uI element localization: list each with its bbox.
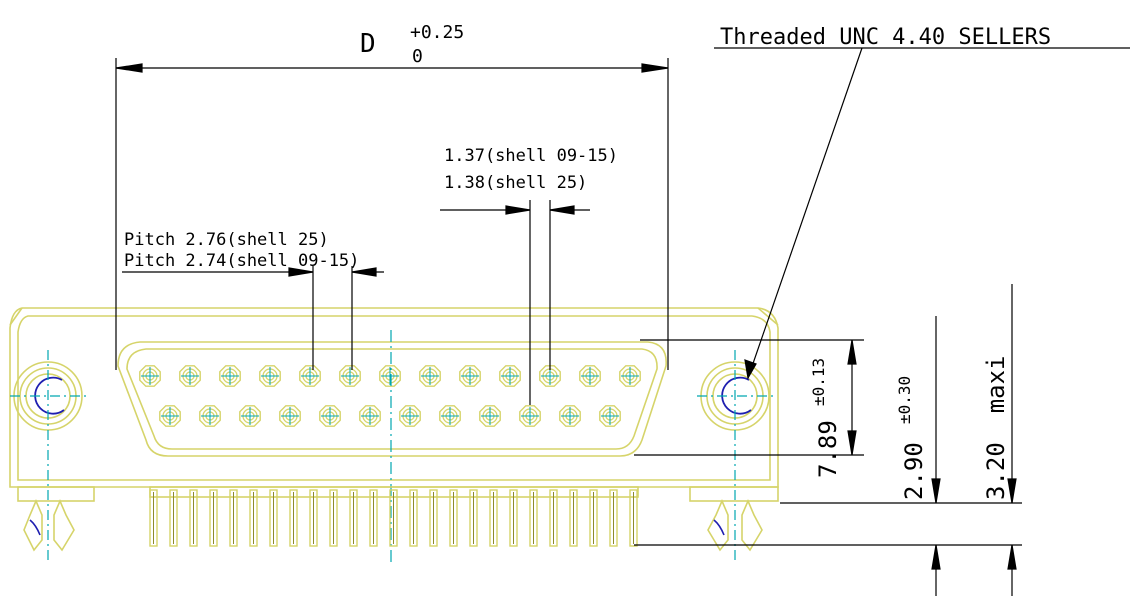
thread-arc-icon xyxy=(34,376,65,415)
contact-pin xyxy=(139,365,161,387)
solder-tail xyxy=(369,489,378,547)
thread-arc-icon xyxy=(721,376,752,415)
max-dim-label: 3.20 maxi xyxy=(982,356,1010,501)
solder-tail xyxy=(229,489,238,547)
board-lock-right xyxy=(707,498,763,552)
pitch-label-2: Pitch 2.74(shell 09-15) xyxy=(124,251,359,271)
solder-tail xyxy=(549,489,558,547)
solder-tail xyxy=(469,489,478,547)
d-shell xyxy=(117,341,667,457)
annotation-texts: D +0.25 0 Threaded UNC 4.40 SELLERS 1.37… xyxy=(124,22,1051,500)
solder-tail xyxy=(629,489,638,547)
contact-pin xyxy=(379,365,401,387)
contact-pin xyxy=(299,365,321,387)
contact-pin xyxy=(439,405,461,427)
solder-tail xyxy=(349,489,358,547)
solder-tail xyxy=(409,489,418,547)
contact-pin xyxy=(259,365,281,387)
contact-pin xyxy=(479,405,501,427)
contact-pin xyxy=(179,365,201,387)
d-label: D xyxy=(360,29,376,59)
board-lock-left xyxy=(23,498,75,552)
thread-label: Threaded UNC 4.40 SELLERS xyxy=(720,25,1051,50)
solder-tail xyxy=(309,489,318,547)
solder-tail xyxy=(249,489,258,547)
solder-tail xyxy=(149,489,158,547)
contact-pin xyxy=(619,365,641,387)
contact-pin xyxy=(519,405,541,427)
contact-pin xyxy=(559,405,581,427)
pitch-label-1: Pitch 2.76(shell 25) xyxy=(124,230,329,250)
standoff-dim-tol: ±0.30 xyxy=(895,376,914,424)
contact-pin xyxy=(199,405,221,427)
solder-tail xyxy=(189,489,198,547)
contact-pin xyxy=(399,405,421,427)
height-dim-tol: ±0.13 xyxy=(809,358,828,406)
solder-tail xyxy=(289,489,298,547)
connector-housing xyxy=(9,307,779,488)
contact-pin xyxy=(359,405,381,427)
contact-pin xyxy=(459,365,481,387)
contact-pin xyxy=(579,365,601,387)
solder-tail xyxy=(429,489,438,547)
solder-tail xyxy=(569,489,578,547)
solder-tail xyxy=(209,489,218,547)
solder-tail xyxy=(489,489,498,547)
d-tol-plus: +0.25 xyxy=(410,22,464,43)
solder-tail xyxy=(169,489,178,547)
contact-pin xyxy=(319,405,341,427)
solder-tail xyxy=(389,489,398,547)
standoff-dim-label: 2.90 xyxy=(900,442,928,500)
solder-tail xyxy=(529,489,538,547)
d-tol-zero: 0 xyxy=(412,46,423,67)
contact-pins xyxy=(139,365,641,427)
solder-tail xyxy=(609,489,618,547)
height-dim-label: 7.89 xyxy=(814,420,842,478)
contact-pin xyxy=(159,405,181,427)
contact-pin xyxy=(239,405,261,427)
base-flanges xyxy=(17,486,779,502)
spacing-label-2: 1.38(shell 25) xyxy=(444,173,587,193)
contact-pin xyxy=(219,365,241,387)
contact-pin xyxy=(499,365,521,387)
contact-pin xyxy=(339,365,361,387)
spacing-label-1: 1.37(shell 09-15) xyxy=(444,146,618,166)
solder-tail xyxy=(589,489,598,547)
mounting-hole-left xyxy=(10,350,86,560)
solder-tail xyxy=(269,489,278,547)
contact-pin xyxy=(599,405,621,427)
dimension-lines xyxy=(115,47,1130,596)
contact-pin xyxy=(419,365,441,387)
solder-tail xyxy=(509,489,518,547)
solder-tail xyxy=(449,489,458,547)
solder-tails xyxy=(149,489,638,547)
solder-tail xyxy=(329,489,338,547)
contact-pin xyxy=(279,405,301,427)
